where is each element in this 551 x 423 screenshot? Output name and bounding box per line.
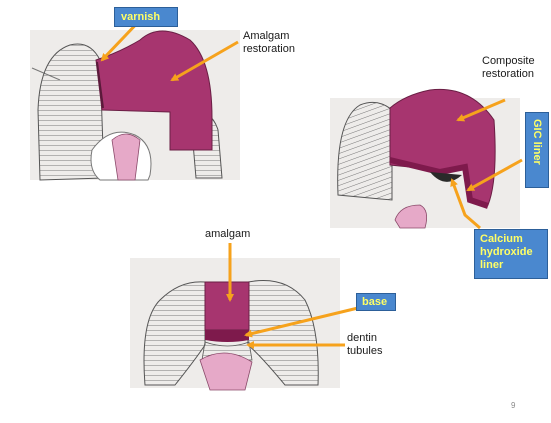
arrow-gic-liner [466,158,523,192]
arrow-base [244,306,359,338]
tooth-2 [337,88,523,230]
gic-liner-layer [389,157,489,209]
composite-restoration [389,88,496,206]
amalgam-restoration-1 [95,30,213,151]
base-label: base [362,296,388,308]
dentin-tubules-label: dentin tubules [347,332,383,357]
composite-restoration-label: Composite restoration [482,55,535,80]
gic-liner-label: GIC liner [531,119,543,165]
varnish-tag: varnish [114,7,178,27]
pulp-2 [394,204,428,229]
gic-liner-tag: GIC liner [525,112,549,188]
arrow-calcium-hydroxide [450,178,481,230]
pulp-3 [199,352,253,391]
tooth-3 [143,243,359,391]
amalgam-restoration-2 [204,281,250,331]
base-layer [205,330,249,342]
pulp-1 [111,133,141,181]
base-tag: base [356,293,396,311]
amalgam-label: amalgam [205,228,251,240]
arrow-amalgam-restoration [170,40,239,82]
page-number: 9 [511,401,516,410]
calcium-hydroxide-tag: Calcium hydroxide liner [474,229,548,279]
arrow-composite-restoration [456,98,506,122]
varnish-label: varnish [121,11,161,23]
tooth-1 [31,13,239,181]
amalgam-restoration-label: Amalgam restoration [243,30,295,55]
